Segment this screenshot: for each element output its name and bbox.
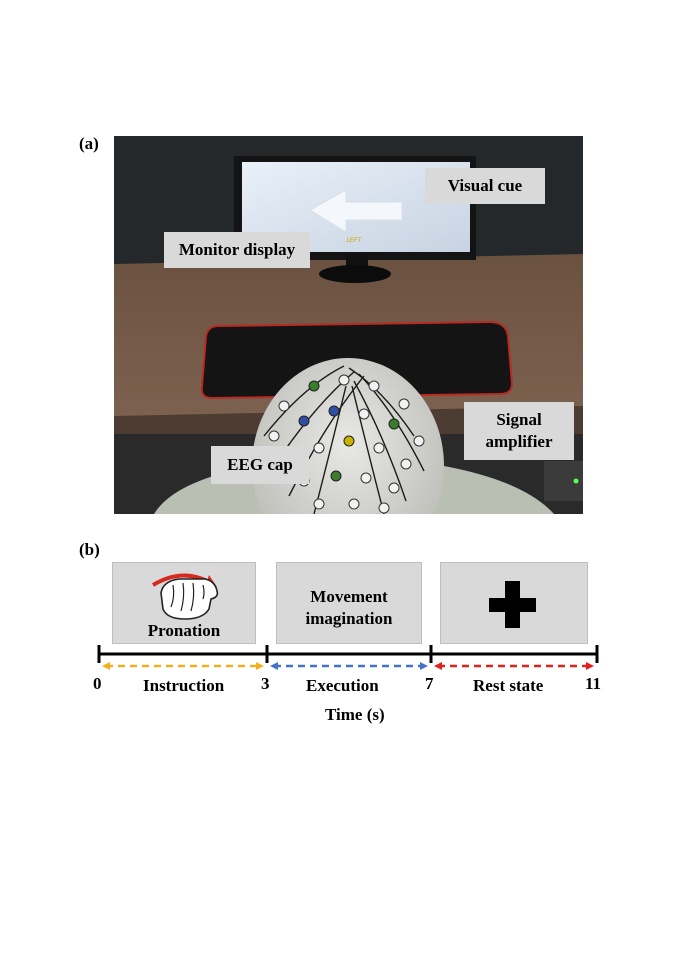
- instruction-phase-label: Instruction: [143, 676, 225, 695]
- rest-phase-label: Rest state: [473, 676, 544, 695]
- monitor-display-callout: Monitor display: [164, 232, 310, 268]
- execution-stage-box: Movement imagination: [276, 562, 422, 644]
- tick-label-3: 3: [261, 674, 270, 693]
- execution-phase-label: Execution: [306, 676, 379, 695]
- amplifier-led-icon: [573, 478, 579, 484]
- pronation-hand-icon: [151, 573, 219, 620]
- eeg-cap-callout: EEG cap: [211, 446, 309, 484]
- tick-label-11: 11: [585, 674, 602, 693]
- panel-a-label: (a): [79, 134, 99, 153]
- movement-imagination-label: Movement imagination: [305, 587, 393, 628]
- rest-stage-box: [440, 562, 588, 644]
- panel-b-label: (b): [79, 540, 100, 559]
- instruction-stage-box: Pronation: [112, 562, 256, 644]
- rest-duration-arrow: [434, 662, 594, 670]
- experiment-setup-photo: LEFT: [114, 136, 583, 514]
- time-axis-title: Time (s): [325, 705, 385, 724]
- monitor-stand: [319, 265, 391, 283]
- execution-duration-arrow: [270, 662, 428, 670]
- pronation-label: Pronation: [147, 621, 221, 640]
- instruction-duration-arrow: [102, 662, 264, 670]
- tick-label-7: 7: [425, 674, 434, 693]
- tick-label-0: 0: [93, 674, 102, 693]
- signal-amplifier-callout: Signal amplifier: [464, 402, 574, 460]
- screen-cue-text: LEFT: [347, 238, 362, 244]
- visual-cue-callout: Visual cue: [425, 168, 545, 204]
- photo-illustration: LEFT: [114, 136, 583, 514]
- left-arrow-icon: [309, 189, 403, 233]
